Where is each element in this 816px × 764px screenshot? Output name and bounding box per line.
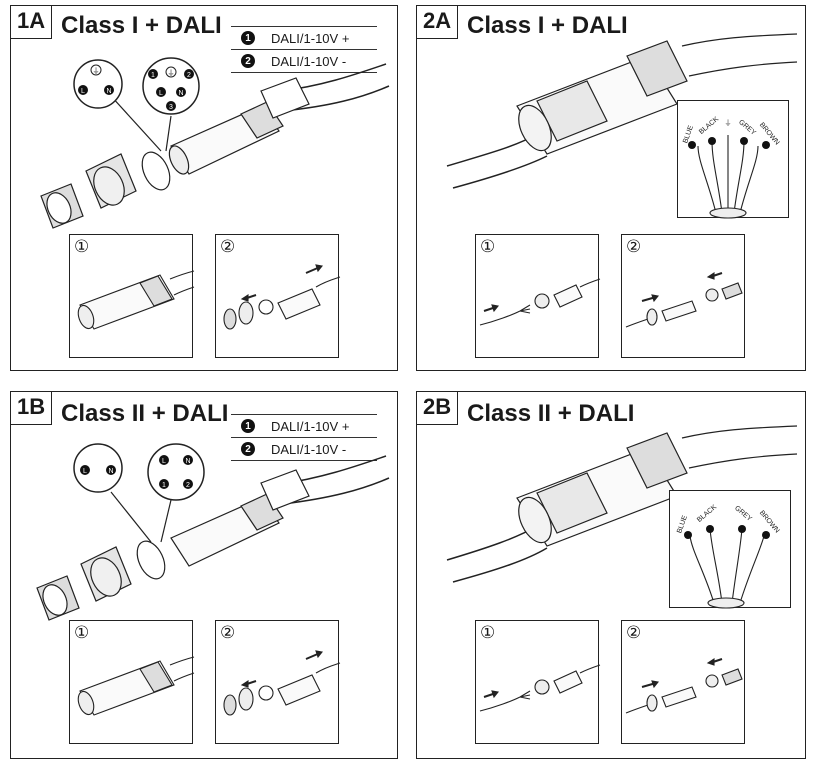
connector-exploded-illustration: ⏚ L N 1 ⏚ 2 L N 3 (40, 57, 390, 229)
assembled-connector-illustration (77, 270, 195, 330)
wire-label: BROWN (758, 510, 781, 535)
pin-label: L (83, 468, 87, 475)
step-number: ② (626, 237, 642, 257)
legend-text: DALI/1-10V - (271, 441, 347, 457)
panel-title: Class II + DALI (467, 400, 635, 427)
step-1-box: ① (475, 620, 601, 744)
pin-label: N (108, 468, 113, 475)
pin-layout: ⏚ L N 1 ⏚ 2 L N 3 (78, 64, 194, 111)
step-1-box: ① (69, 234, 195, 358)
step-number: ① (74, 237, 90, 257)
step-2-box: ② (215, 234, 341, 358)
assembly-step-illustration (625, 657, 743, 714)
step-number: ① (480, 237, 496, 257)
wiring-step-illustration (479, 664, 601, 712)
legend-number: 1 (241, 31, 255, 45)
wire-label: BLACK (696, 504, 718, 524)
assembled-connector-illustration (77, 656, 195, 716)
pin-label: L (162, 458, 166, 465)
legend-row: 2 DALI/1-10V - (231, 49, 377, 73)
assembly-step-illustration (625, 271, 743, 328)
disassembly-illustration (223, 650, 341, 716)
pin-label: 1 (151, 72, 155, 79)
panel-1a: 1A Class I + DALI 1 DALI/1-10V + 2 DALI/1-… (10, 5, 398, 371)
pin-label: N (185, 458, 190, 465)
legend-number: 1 (241, 419, 255, 433)
pin-label: ⏚ (168, 69, 175, 77)
step-2-box: ② (215, 620, 341, 744)
panel-title: Class I + DALI (467, 12, 628, 39)
wire-inset: BLUE BLACK ⏚ GREY BROWN (677, 100, 789, 219)
panel-title: Class II + DALI (61, 400, 229, 427)
legend-number: 2 (241, 442, 255, 456)
wire-colors-illustration: BLUE BLACK ⏚ GREY BROWN (682, 116, 780, 219)
connector-exploded-illustration: L N L N 1 2 (36, 443, 390, 621)
step-number: ② (626, 623, 642, 643)
panel-badge: 1A (10, 5, 53, 39)
panel-2a: 2A Class I + DALI BLUE BLACK ⏚ GREY BROW… (416, 5, 806, 371)
panel-badge: 2A (416, 5, 459, 39)
pin-label: N (178, 90, 183, 97)
wire-label: GREY (733, 505, 753, 523)
pin-label: L (81, 88, 85, 95)
wire-colors-illustration: BLUE BLACK GREY BROWN (676, 504, 781, 609)
cable-gland-illustration (446, 33, 798, 189)
pin-label: ⏚ (93, 67, 100, 75)
wire-inset: BLUE BLACK GREY BROWN (669, 490, 791, 609)
pin-label: L (159, 90, 163, 97)
legend-number: 2 (241, 54, 255, 68)
legend: 1 DALI/1-10V + 2 DALI/1-10V - (231, 414, 377, 461)
pin-label: N (106, 88, 111, 95)
panel-badge: 1B (10, 391, 53, 425)
step-number: ② (220, 237, 236, 257)
legend-text: DALI/1-10V + (271, 418, 350, 434)
legend-row: 2 DALI/1-10V - (231, 437, 377, 461)
step-number: ② (220, 623, 236, 643)
panel-badge: 2B (416, 391, 459, 425)
legend: 1 DALI/1-10V + 2 DALI/1-10V - (231, 26, 377, 73)
panel-1b: 1B Class II + DALI 1 DALI/1-10V + 2 DALI/1… (10, 391, 398, 759)
wire-label: BLACK (698, 116, 720, 136)
step-1-box: ① (69, 620, 195, 744)
pin-label: 3 (169, 104, 173, 111)
legend-row: 1 DALI/1-10V + (231, 414, 377, 437)
pin-label: 2 (186, 482, 190, 489)
step-number: ① (480, 623, 496, 643)
wiring-step-illustration (479, 278, 601, 326)
legend-text: DALI/1-10V + (271, 30, 350, 46)
step-2-box: ② (621, 620, 745, 744)
cable-gland-illustration (446, 425, 798, 583)
step-number: ① (74, 623, 90, 643)
disassembly-illustration (223, 264, 341, 330)
wire-label: GREY (737, 119, 757, 137)
wire-label: ⏚ (725, 119, 732, 127)
legend-row: 1 DALI/1-10V + (231, 26, 377, 49)
legend-text: DALI/1-10V - (271, 53, 347, 69)
pin-label: 1 (162, 482, 166, 489)
panel-title: Class I + DALI (61, 12, 222, 39)
panel-2b: 2B Class II + DALI BLUE BLACK GREY BROWN… (416, 391, 806, 759)
step-2-box: ② (621, 234, 745, 358)
step-1-box: ① (475, 234, 601, 358)
pin-label: 2 (187, 72, 191, 79)
